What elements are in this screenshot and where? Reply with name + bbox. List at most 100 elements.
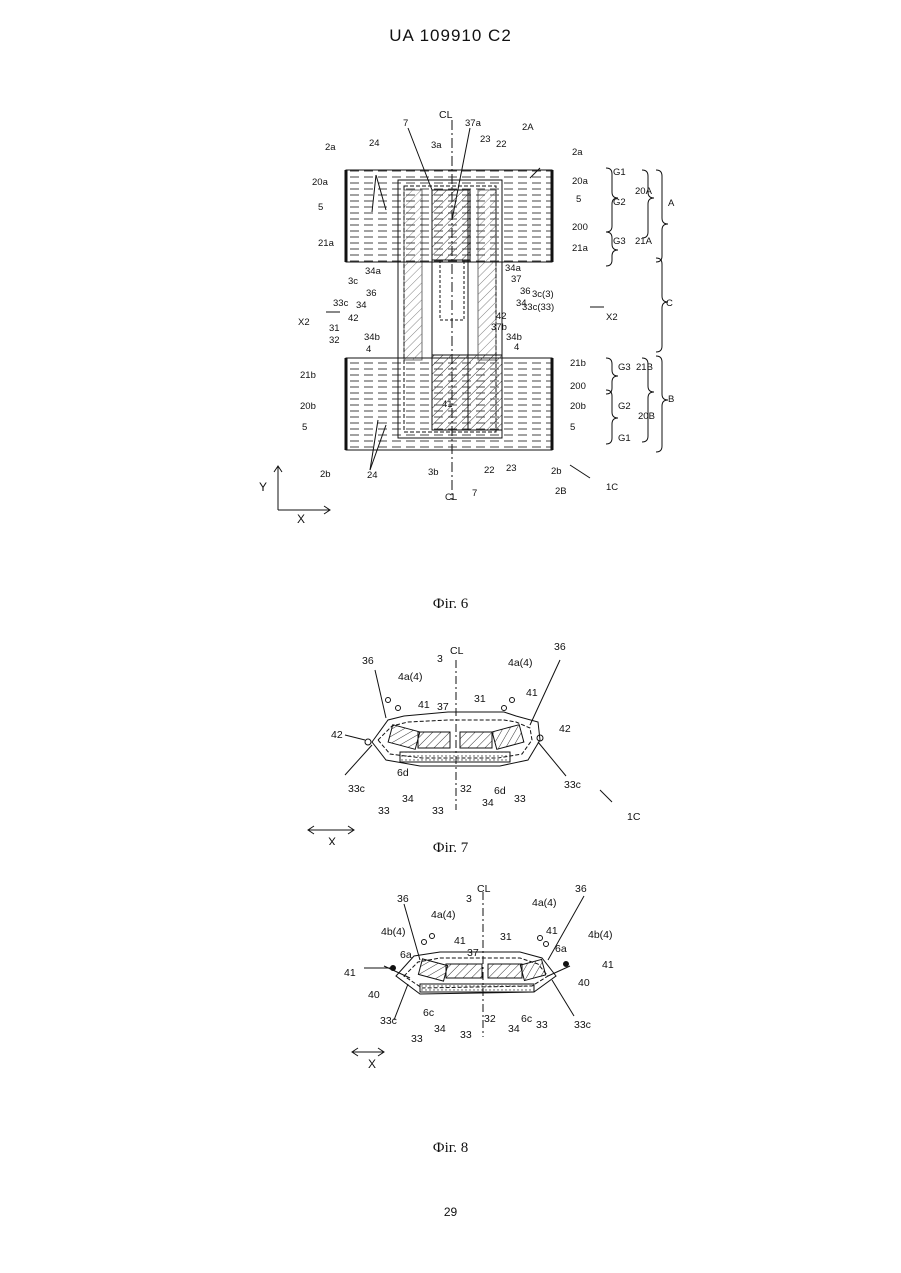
svg-text:4a(4): 4a(4) bbox=[431, 909, 456, 921]
svg-text:3: 3 bbox=[437, 653, 443, 665]
svg-text:X2: X2 bbox=[298, 317, 310, 328]
svg-text:5: 5 bbox=[318, 202, 323, 213]
svg-text:36: 36 bbox=[366, 288, 377, 299]
svg-text:34a: 34a bbox=[505, 263, 522, 274]
svg-text:31: 31 bbox=[329, 323, 340, 334]
svg-text:36: 36 bbox=[520, 286, 531, 297]
svg-text:36: 36 bbox=[397, 893, 409, 905]
svg-text:41: 41 bbox=[418, 699, 430, 711]
svg-text:5: 5 bbox=[576, 194, 581, 205]
svg-text:42: 42 bbox=[496, 311, 507, 322]
svg-text:3a: 3a bbox=[431, 140, 442, 151]
svg-text:41: 41 bbox=[602, 959, 614, 971]
svg-text:21B: 21B bbox=[636, 362, 653, 373]
svg-text:5: 5 bbox=[302, 422, 307, 433]
svg-text:5: 5 bbox=[570, 422, 575, 433]
svg-text:4b(4): 4b(4) bbox=[588, 929, 613, 941]
svg-text:41: 41 bbox=[344, 967, 356, 979]
svg-text:37: 37 bbox=[467, 947, 479, 959]
svg-text:41: 41 bbox=[526, 687, 538, 699]
svg-text:33: 33 bbox=[432, 805, 444, 817]
svg-text:20b: 20b bbox=[300, 401, 316, 412]
svg-text:200: 200 bbox=[572, 222, 588, 233]
svg-text:36: 36 bbox=[362, 655, 374, 667]
svg-text:4: 4 bbox=[514, 342, 519, 353]
svg-text:31: 31 bbox=[474, 693, 486, 705]
svg-text:6a: 6a bbox=[555, 943, 567, 955]
svg-text:X: X bbox=[368, 1057, 376, 1071]
svg-text:Y: Y bbox=[259, 480, 267, 494]
svg-text:33c: 33c bbox=[333, 298, 349, 309]
svg-text:32: 32 bbox=[460, 783, 472, 795]
svg-text:33c: 33c bbox=[564, 779, 581, 791]
svg-text:2b: 2b bbox=[320, 469, 331, 480]
svg-text:CL: CL bbox=[445, 492, 457, 503]
svg-text:42: 42 bbox=[331, 729, 343, 741]
svg-text:33: 33 bbox=[378, 805, 390, 817]
figure-8-drawing: 36 3 CL 36 4a(4) 4a(4) 4b(4) 4b(4) 41 41… bbox=[0, 872, 901, 1072]
svg-text:G1: G1 bbox=[618, 433, 631, 444]
svg-text:1C: 1C bbox=[606, 482, 618, 493]
svg-text:A: A bbox=[668, 198, 675, 209]
svg-text:33: 33 bbox=[460, 1029, 472, 1041]
figure-7-lines bbox=[308, 660, 612, 834]
svg-text:34: 34 bbox=[402, 793, 414, 805]
svg-text:21a: 21a bbox=[318, 238, 335, 249]
svg-text:4a(4): 4a(4) bbox=[532, 897, 557, 909]
svg-text:2B: 2B bbox=[555, 486, 567, 497]
svg-text:6c: 6c bbox=[521, 1013, 532, 1025]
svg-text:21a: 21a bbox=[572, 243, 589, 254]
svg-text:37: 37 bbox=[437, 701, 449, 713]
svg-text:23: 23 bbox=[480, 134, 491, 145]
svg-text:3c(3): 3c(3) bbox=[532, 289, 554, 300]
svg-text:4a(4): 4a(4) bbox=[508, 657, 533, 669]
svg-text:4a(4): 4a(4) bbox=[398, 671, 423, 683]
svg-text:34: 34 bbox=[482, 797, 494, 809]
svg-text:CL: CL bbox=[439, 109, 453, 121]
svg-text:34b: 34b bbox=[364, 332, 380, 343]
svg-text:37a: 37a bbox=[465, 118, 482, 129]
svg-text:7: 7 bbox=[472, 488, 477, 499]
svg-text:21b: 21b bbox=[300, 370, 316, 381]
svg-text:20B: 20B bbox=[638, 411, 655, 422]
svg-text:41: 41 bbox=[442, 399, 453, 410]
svg-text:X: X bbox=[297, 512, 305, 526]
svg-text:7: 7 bbox=[403, 118, 408, 129]
svg-text:22: 22 bbox=[484, 465, 495, 476]
svg-text:32: 32 bbox=[329, 335, 340, 346]
svg-text:G2: G2 bbox=[618, 401, 631, 412]
svg-text:G3: G3 bbox=[613, 236, 626, 247]
svg-text:B: B bbox=[668, 394, 674, 405]
svg-text:2A: 2A bbox=[522, 122, 534, 133]
svg-text:2b: 2b bbox=[551, 466, 562, 477]
svg-text:34: 34 bbox=[434, 1023, 446, 1035]
svg-text:32: 32 bbox=[484, 1013, 496, 1025]
svg-text:33c: 33c bbox=[348, 783, 365, 795]
svg-text:33: 33 bbox=[411, 1033, 423, 1045]
svg-text:2a: 2a bbox=[572, 147, 583, 158]
svg-text:4: 4 bbox=[366, 344, 371, 355]
svg-text:20b: 20b bbox=[570, 401, 586, 412]
svg-text:34: 34 bbox=[356, 300, 367, 311]
svg-text:20a: 20a bbox=[312, 177, 329, 188]
svg-text:3b: 3b bbox=[428, 467, 439, 478]
svg-text:23: 23 bbox=[506, 463, 517, 474]
svg-text:G3: G3 bbox=[618, 362, 631, 373]
svg-text:6d: 6d bbox=[397, 767, 409, 779]
svg-text:33c: 33c bbox=[380, 1015, 397, 1027]
svg-text:33c: 33c bbox=[574, 1019, 591, 1031]
svg-text:42: 42 bbox=[559, 723, 571, 735]
svg-text:21b: 21b bbox=[570, 358, 586, 369]
svg-text:34: 34 bbox=[508, 1023, 520, 1035]
svg-text:3c: 3c bbox=[348, 276, 358, 287]
page-number: 29 bbox=[0, 1205, 901, 1219]
svg-text:C: C bbox=[666, 298, 673, 309]
svg-text:33: 33 bbox=[514, 793, 526, 805]
svg-text:20a: 20a bbox=[572, 176, 589, 187]
svg-text:24: 24 bbox=[369, 138, 380, 149]
svg-text:G1: G1 bbox=[613, 167, 626, 178]
svg-text:33c(33): 33c(33) bbox=[522, 302, 554, 313]
svg-text:33: 33 bbox=[536, 1019, 548, 1031]
svg-text:40: 40 bbox=[578, 977, 590, 989]
svg-text:6d: 6d bbox=[494, 785, 506, 797]
